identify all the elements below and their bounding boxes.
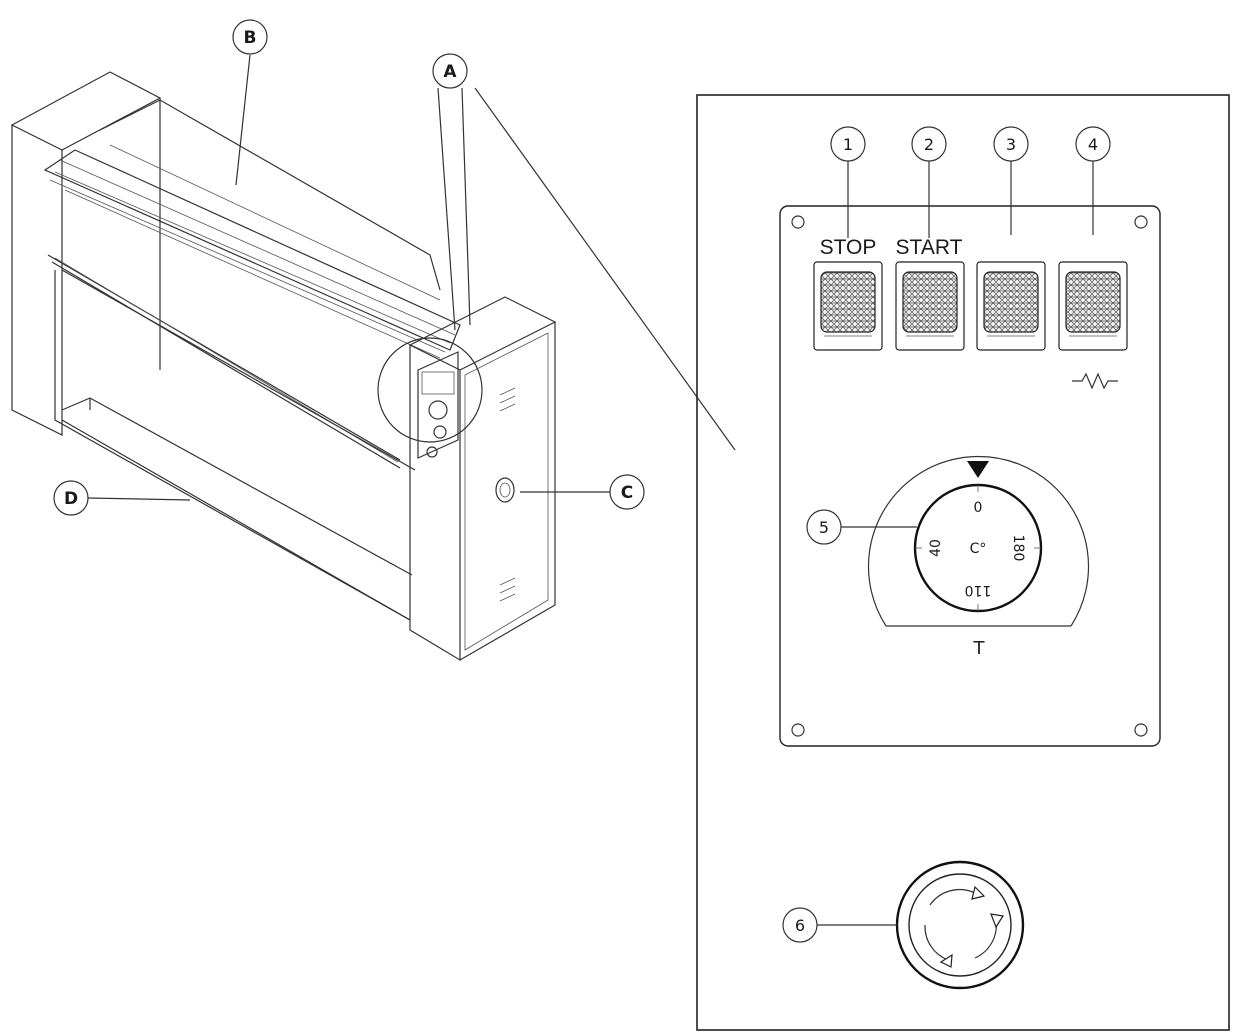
leader-zoom — [474, 87, 736, 451]
svg-text:5: 5 — [819, 518, 829, 537]
leader-b — [235, 54, 251, 186]
svg-text:3: 3 — [1006, 135, 1016, 154]
svg-text:A: A — [443, 62, 457, 82]
callout-c: C — [609, 474, 645, 510]
callout-5: 5 — [806, 509, 917, 545]
rotate-arrows-icon — [924, 885, 1004, 968]
callout-a: A — [432, 53, 468, 89]
callout-2: 2 — [911, 126, 947, 238]
svg-text:C: C — [621, 483, 633, 503]
callout-b: B — [232, 19, 268, 55]
svg-text:D: D — [64, 489, 78, 509]
dial-unit: C° — [970, 541, 987, 557]
dial-tick-180: 180 — [1010, 535, 1026, 562]
svg-text:1: 1 — [843, 135, 853, 154]
heater-button[interactable] — [1058, 261, 1128, 351]
emergency-stop-button[interactable] — [895, 860, 1025, 990]
callout-1: 1 — [830, 126, 866, 238]
callout-d: D — [53, 480, 89, 516]
leader-a2 — [461, 87, 471, 326]
roller — [43, 149, 461, 351]
dial-tick-110: 110 — [965, 582, 992, 598]
control-plate — [779, 205, 1161, 747]
ironer-machine — [10, 71, 557, 662]
stop-button[interactable] — [813, 261, 883, 351]
dial-label: T — [973, 638, 986, 659]
start-label: START — [896, 236, 963, 259]
start-button[interactable] — [895, 261, 965, 351]
callout-6: 6 — [782, 907, 897, 943]
svg-text:2: 2 — [924, 135, 934, 154]
dial-tick-0: 0 — [974, 500, 983, 516]
svg-text:B: B — [244, 28, 257, 48]
svg-text:6: 6 — [795, 916, 805, 935]
stop-label: STOP — [820, 236, 877, 259]
leader-d — [87, 497, 191, 501]
svg-text:4: 4 — [1088, 135, 1098, 154]
dial-pointer-icon — [967, 461, 989, 478]
callout-4: 4 — [1075, 126, 1111, 235]
callout-3: 3 — [993, 126, 1029, 235]
thermostat-dial[interactable]: 0 40 180 110 C° — [867, 455, 1090, 627]
leader-a1 — [437, 87, 456, 331]
dial-tick-40: 40 — [928, 539, 944, 557]
button-3[interactable] — [976, 261, 1046, 351]
heater-icon — [1072, 372, 1118, 390]
panel-frame — [696, 94, 1230, 1031]
